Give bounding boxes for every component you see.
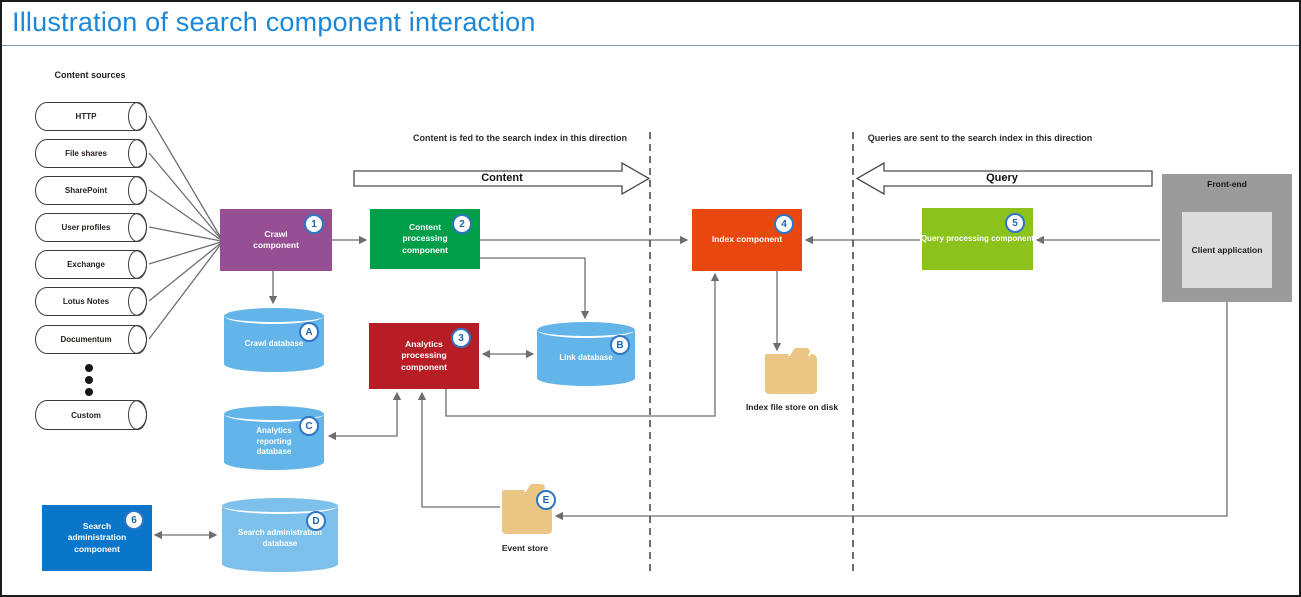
source-cylinder-exchange: Exchange	[35, 249, 148, 280]
badge-2: 2	[452, 214, 472, 234]
content-processing-component-box: Content processing component 2	[370, 209, 480, 269]
database-label: Crawl database	[244, 338, 304, 348]
component-label: Index component	[711, 234, 783, 245]
badge-D: D	[306, 511, 326, 531]
title-divider	[2, 45, 1299, 46]
source-label: File shares	[65, 149, 107, 158]
search-administration-database-cylinder: Search administration database D	[222, 498, 338, 572]
event-store-folder-icon: E	[502, 490, 556, 534]
client-application-box: Client application	[1182, 212, 1272, 288]
source-label: Documentum	[60, 335, 112, 344]
crawl-database-cylinder: Crawl database A	[224, 308, 324, 372]
content-sources-heading: Content sources	[54, 70, 126, 80]
index-file-store-label: Index file store on disk	[745, 402, 839, 412]
source-label: Exchange	[67, 260, 105, 269]
index-component-box: Index component 4	[692, 209, 802, 271]
badge-E: E	[536, 490, 556, 510]
badge-6: 6	[124, 510, 144, 530]
analytics-reporting-database-cylinder: Analytics reporting database C	[224, 406, 324, 470]
source-label: Custom	[71, 410, 101, 420]
analytics-processing-component-box: Analytics processing component 3	[369, 323, 479, 389]
source-label: User profiles	[61, 223, 111, 232]
query-flow-caption: Queries are sent to the search index in …	[867, 133, 1093, 143]
query-arrow-label: Query	[986, 172, 1018, 184]
source-cylinder-user-profiles: User profiles	[35, 212, 148, 243]
client-application-label: Client application	[1191, 245, 1263, 255]
front-end-box: Front-end Client application	[1162, 174, 1292, 302]
component-label: Search administration component	[67, 521, 127, 554]
badge-5: 5	[1005, 213, 1025, 233]
crawl-component-box: Crawl component 1	[220, 209, 332, 271]
badge-3: 3	[451, 328, 471, 348]
content-flow-caption: Content is fed to the search index in th…	[412, 133, 628, 143]
source-cylinder-http: HTTP	[35, 101, 148, 132]
page-title: Illustration of search component interac…	[12, 7, 536, 37]
query-processing-component-box: Query processing component 5	[920, 208, 1035, 270]
badge-C: C	[299, 416, 319, 436]
source-cylinder-sharepoint: SharePoint	[35, 175, 148, 206]
component-label: Analytics processing component	[401, 339, 447, 372]
component-label: Crawl component	[253, 228, 299, 250]
event-store-label: Event store	[501, 543, 549, 553]
badge-B: B	[610, 335, 630, 355]
source-cylinder-documentum: Documentum	[35, 324, 148, 355]
badge-A: A	[299, 322, 319, 342]
source-label: SharePoint	[64, 186, 108, 195]
front-end-label: Front-end	[1207, 179, 1247, 189]
source-cylinder-custom: Custom	[35, 399, 148, 431]
content-arrow-label: Content	[481, 172, 523, 184]
search-administration-component-box: Search administration component 6	[42, 505, 152, 571]
source-label: HTTP	[75, 112, 97, 121]
source-cylinder-lotus-notes: Lotus Notes	[35, 286, 148, 317]
badge-4: 4	[774, 214, 794, 234]
component-label: Query processing component	[920, 233, 1035, 243]
database-label: Search administration database	[237, 528, 323, 548]
source-label: Lotus Notes	[62, 297, 110, 306]
database-label: Analytics reporting database	[256, 425, 292, 457]
index-file-store-folder-icon	[765, 354, 817, 394]
component-label: Content processing component	[402, 222, 448, 255]
link-database-cylinder: Link database B	[537, 322, 635, 386]
source-cylinder-file-shares: File shares	[35, 138, 148, 169]
badge-1: 1	[304, 214, 324, 234]
database-label: Link database	[559, 352, 613, 362]
